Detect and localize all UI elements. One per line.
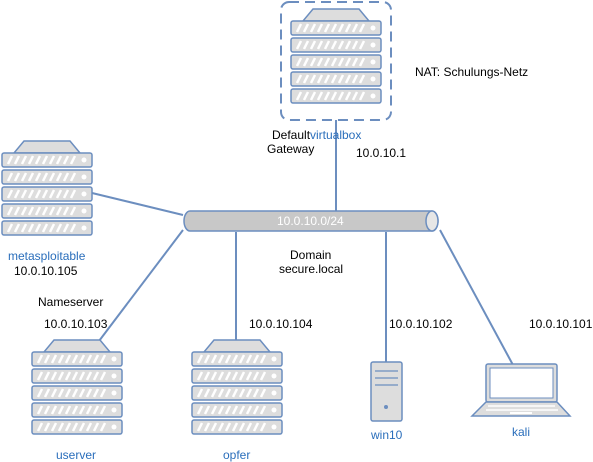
- network-bus: [183, 210, 439, 232]
- link-userver: [95, 229, 184, 346]
- desktop-pc-icon: [370, 361, 403, 422]
- gateway-label-line2: Gateway: [267, 142, 315, 156]
- opfer-name: opfer: [223, 448, 251, 462]
- server-rack-icon: [190, 339, 284, 436]
- gateway-ip: 10.0.10.1: [356, 146, 407, 160]
- connections: [91, 120, 514, 366]
- domain-name: secure.local: [279, 262, 344, 276]
- server-rack-icon: [0, 140, 94, 237]
- laptop-icon: [470, 363, 572, 417]
- userver-role: Nameserver: [38, 295, 104, 309]
- kali-ip: 10.0.10.101: [529, 317, 593, 331]
- link-kali: [439, 229, 514, 366]
- subnet-label: 10.0.10.0/24: [277, 214, 344, 228]
- server-rack-icon: [30, 339, 124, 436]
- gateway-name: virtualbox: [310, 128, 362, 142]
- metasploitable-name: metasploitable: [8, 249, 86, 263]
- link-metasploitable: [91, 192, 184, 216]
- win10-ip: 10.0.10.102: [389, 317, 453, 331]
- userver-ip: 10.0.10.103: [44, 317, 108, 331]
- server-rack-icon: [289, 8, 383, 105]
- opfer-ip: 10.0.10.104: [249, 317, 313, 331]
- gateway-label-line1: Default: [272, 128, 311, 142]
- userver-name: userver: [56, 448, 97, 462]
- nat-label: NAT: Schulungs-Netz: [415, 65, 529, 79]
- kali-name: kali: [512, 425, 531, 439]
- win10-name: win10: [371, 428, 403, 442]
- metasploitable-ip: 10.0.10.105: [14, 264, 78, 278]
- domain-label: Domain: [290, 248, 332, 262]
